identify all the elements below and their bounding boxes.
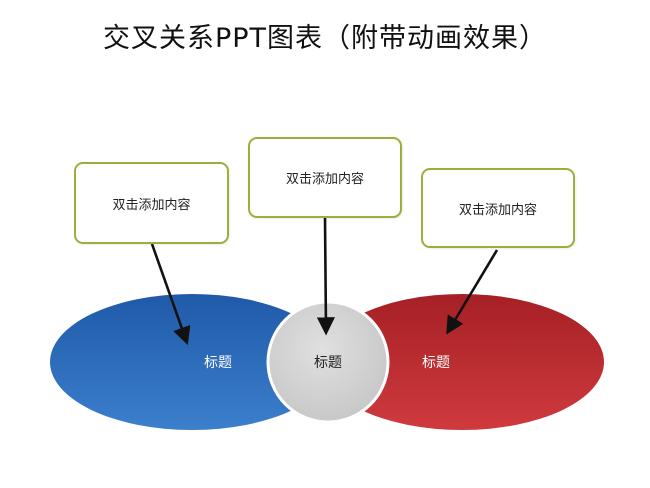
center-circle-label: 标题 xyxy=(314,355,342,371)
callout-box-center[interactable]: 双击添加内容 xyxy=(248,137,402,218)
right-ellipse xyxy=(320,294,604,430)
arrow-right xyxy=(446,249,499,335)
arrow-left xyxy=(150,243,191,346)
arrow-center xyxy=(316,217,335,336)
right-ellipse-label: 标题 xyxy=(422,355,450,371)
callout-text-left: 双击添加内容 xyxy=(112,197,191,213)
callout-box-right[interactable]: 双击添加内容 xyxy=(421,168,575,248)
left-ellipse xyxy=(50,294,334,430)
left-ellipse-label: 标题 xyxy=(204,355,232,371)
page-title: 交叉关系PPT图表（附带动画效果） xyxy=(102,23,548,54)
callout-text-center: 双击添加内容 xyxy=(285,172,364,187)
callout-text-right: 双击添加内容 xyxy=(458,202,537,218)
callout-box-left[interactable]: 双击添加内容 xyxy=(74,162,229,244)
intersection-circle xyxy=(266,300,390,424)
